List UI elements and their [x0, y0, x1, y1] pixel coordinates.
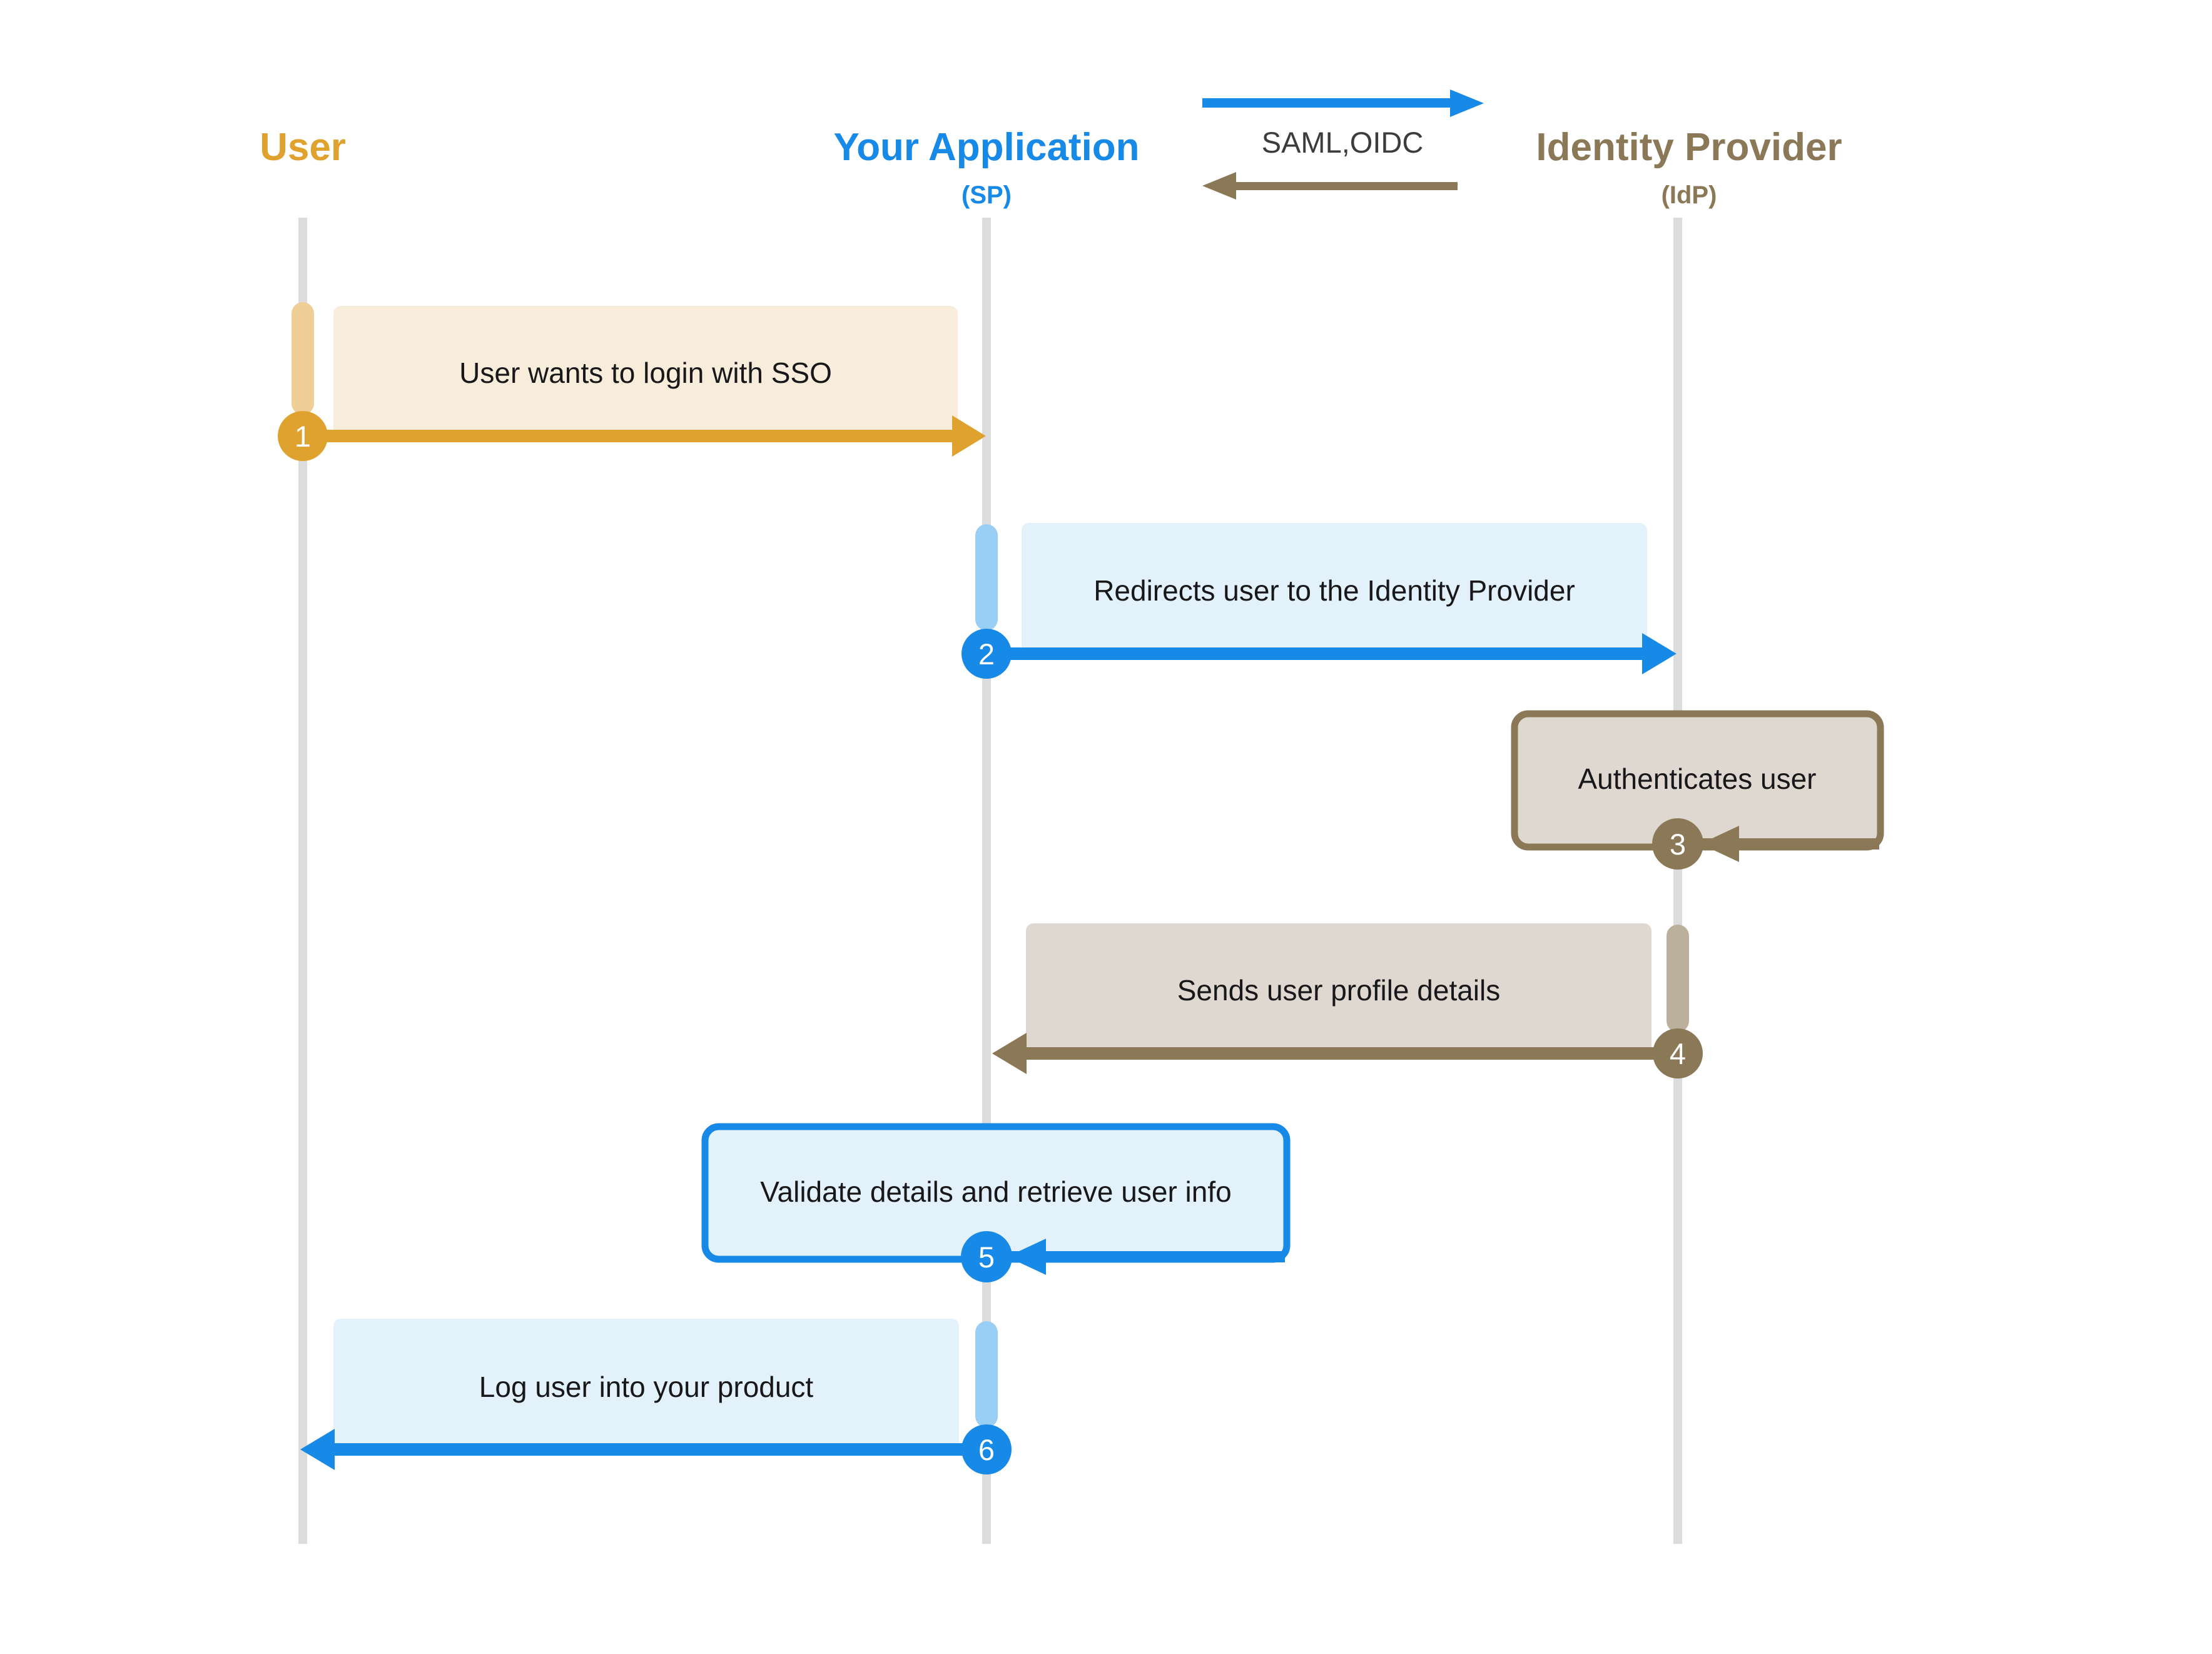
step-2-arrow-icon [987, 633, 1677, 674]
actor-header-idp[interactable]: Identity Provider (IdP) [1536, 126, 1842, 209]
step-1-group[interactable]: User wants to login with SSO 1 [278, 302, 986, 461]
step-6-arrow-icon [300, 1429, 987, 1470]
step-5-group[interactable]: Validate details and retrieve user info … [701, 1123, 1291, 1282]
actor-header-sp[interactable]: Your Application (SP) [833, 126, 1139, 209]
actor-sublabel-idp: (IdP) [1662, 181, 1717, 209]
lifeline-idp [1673, 218, 1682, 1544]
step-5-message-text: Validate details and retrieve user info [760, 1175, 1231, 1208]
activation-bar-sp-2 [975, 524, 998, 631]
step-4-message-text: Sends user profile details [1177, 974, 1501, 1007]
step-1-arrow-icon [303, 415, 986, 457]
step-3-arrow-icon [1698, 826, 1879, 862]
actor-sublabel-sp: (SP) [961, 181, 1012, 209]
step-6-message-box [333, 1319, 959, 1451]
lifeline-user [298, 218, 307, 1544]
step-2-number-badge[interactable]: 2 [961, 629, 1012, 679]
protocol-label: SAML,OIDC [1262, 126, 1424, 159]
activation-bar-sp-6 [975, 1321, 998, 1428]
activation-bar-user-1 [292, 302, 314, 415]
step-3-message-text: Authenticates user [1578, 763, 1816, 795]
step-6-group[interactable]: Log user into your product 6 [300, 1319, 1012, 1474]
step-4-message-box [1026, 923, 1651, 1055]
step-4-number-badge[interactable]: 4 [1653, 1028, 1703, 1078]
step-5-number: 5 [978, 1240, 995, 1274]
step-2-number: 2 [978, 637, 995, 671]
activation-bar-idp-4 [1667, 925, 1689, 1032]
step-6-number-badge[interactable]: 6 [961, 1424, 1012, 1474]
step-3-number-badge[interactable]: 3 [1652, 818, 1703, 870]
protocol-backward-arrow-icon [1202, 172, 1458, 200]
step-5-arrow-icon [1007, 1239, 1285, 1275]
step-1-number: 1 [295, 420, 311, 453]
actor-label-user: User [260, 126, 346, 169]
step-6-message-text: Log user into your product [479, 1371, 814, 1403]
step-2-message-box [1022, 523, 1647, 654]
protocol-forward-arrow-icon [1202, 89, 1484, 117]
step-4-arrow-icon [992, 1033, 1678, 1074]
step-4-number: 4 [1670, 1037, 1686, 1070]
protocol-annotation: SAML,OIDC [1202, 89, 1484, 200]
step-4-group[interactable]: Sends user profile details 4 [992, 923, 1703, 1078]
actor-label-idp: Identity Provider [1536, 126, 1842, 169]
step-2-message-text: Redirects user to the Identity Provider [1093, 574, 1575, 607]
step-1-number-badge[interactable]: 1 [278, 411, 328, 461]
step-1-message-box [333, 306, 958, 438]
step-2-group[interactable]: Redirects user to the Identity Provider … [961, 523, 1677, 679]
actor-label-sp: Your Application [833, 126, 1139, 169]
step-1-message-text: User wants to login with SSO [459, 357, 832, 389]
actor-header-user[interactable]: User [260, 126, 346, 169]
step-6-number: 6 [978, 1433, 995, 1466]
step-5-number-badge[interactable]: 5 [961, 1231, 1012, 1282]
step-3-group[interactable]: Authenticates user 3 [1511, 710, 1884, 870]
step-3-number: 3 [1670, 828, 1686, 861]
